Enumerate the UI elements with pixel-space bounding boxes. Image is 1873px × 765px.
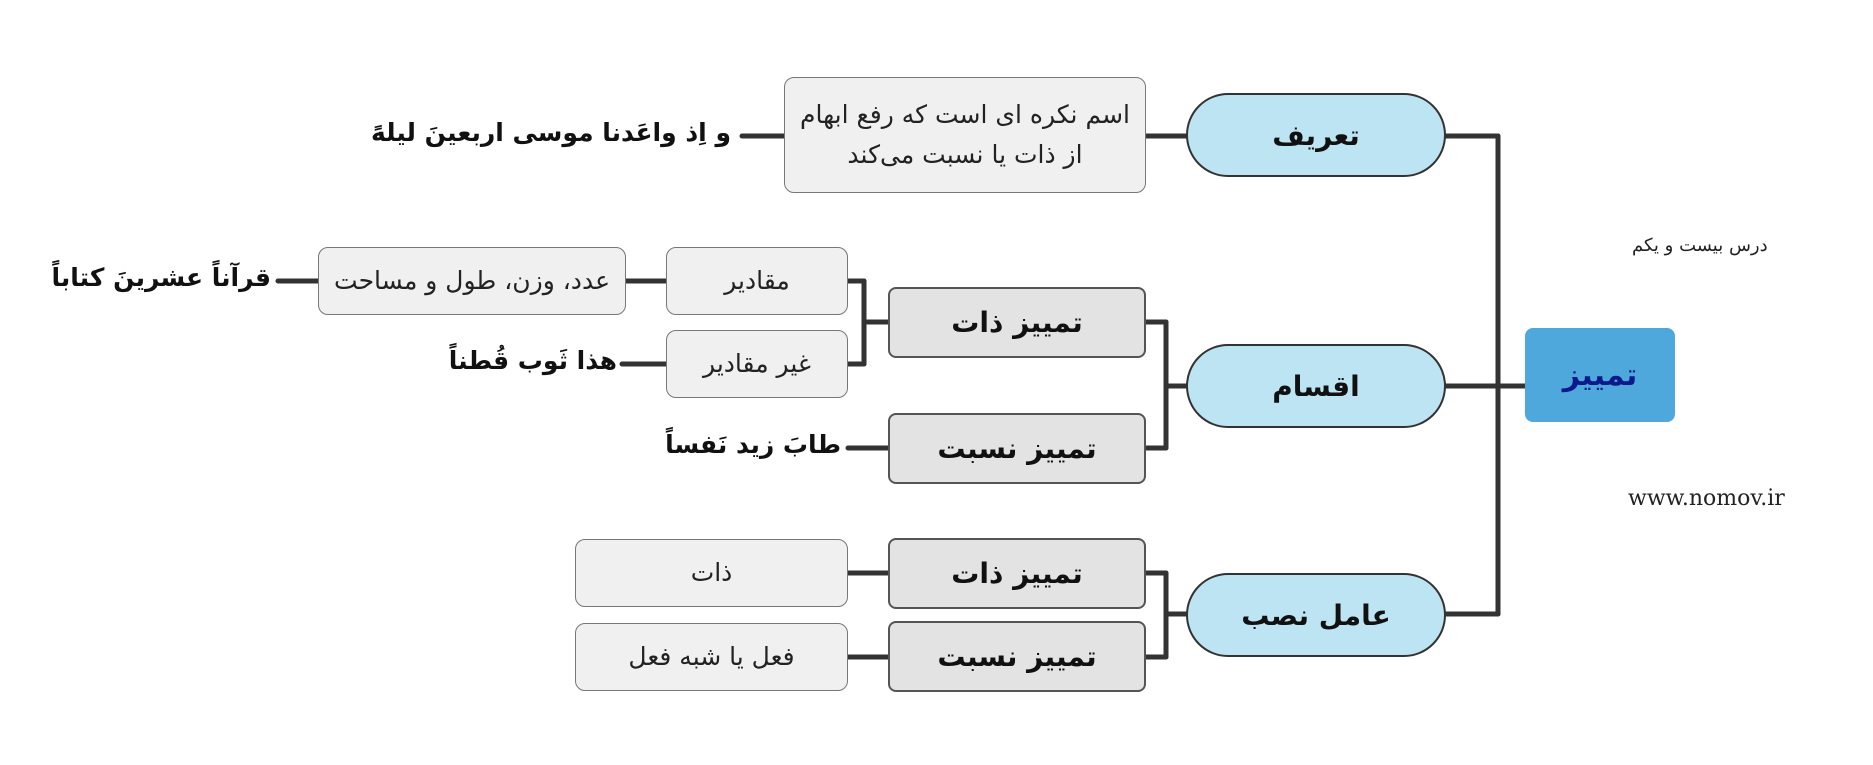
types-dhat-label: تمییز ذات — [951, 306, 1083, 339]
definition-text-line2: از ذات یا نسبت می‌کند — [847, 140, 1083, 169]
measures-detail-text: عدد، وزن، طول و مساحت — [334, 266, 610, 295]
governor-dhat-value-box: ذات — [575, 539, 848, 607]
governor-nisba-label: تمییز نسبت — [937, 640, 1097, 673]
types-dhat-node: تمییز ذات — [888, 287, 1146, 358]
governor-label: عامل نصب — [1241, 598, 1391, 632]
governor-nisba-value: فعل یا شبه فعل — [628, 642, 795, 671]
non-measures-label: غیر مقادیر — [703, 349, 811, 378]
root-node: تمییز — [1525, 328, 1675, 422]
types-nisba-node: تمییز نسبت — [888, 413, 1146, 484]
measures-node: مقادیر — [666, 247, 848, 315]
governor-dhat-node: تمییز ذات — [888, 538, 1146, 609]
types-label: اقسام — [1272, 369, 1360, 403]
governor-nisba-value-box: فعل یا شبه فعل — [575, 623, 848, 691]
definition-text-box: اسم نکره ای است که رفع ابهام از ذات یا ن… — [784, 77, 1146, 193]
non-measures-node: غیر مقادیر — [666, 330, 848, 398]
governor-nisba-node: تمییز نسبت — [888, 621, 1146, 692]
website-label: www.nomov.ir — [1628, 486, 1785, 511]
types-node: اقسام — [1186, 344, 1446, 428]
measures-label: مقادیر — [724, 266, 790, 295]
governor-node: عامل نصب — [1186, 573, 1446, 657]
non-measures-example: هذا ثَوب قُطناً — [448, 346, 617, 375]
measures-example: قرآناً عشرینَ کتاباً — [51, 263, 271, 292]
nisba-example: طابَ زید نَفساً — [665, 430, 841, 459]
measures-detail-box: عدد، وزن، طول و مساحت — [318, 247, 626, 315]
definition-example: و اِذ واعَدنا موسی اربعینَ لیلهً — [370, 118, 731, 147]
governor-dhat-label: تمییز ذات — [951, 557, 1083, 590]
types-nisba-label: تمییز نسبت — [937, 432, 1097, 465]
root-label: تمییز — [1562, 357, 1638, 393]
definition-label: تعریف — [1272, 118, 1360, 152]
definition-text-line1: اسم نکره ای است که رفع ابهام — [800, 100, 1130, 129]
lesson-label: درس بیست و یکم — [1632, 235, 1768, 256]
definition-node: تعریف — [1186, 93, 1446, 177]
governor-dhat-value: ذات — [690, 558, 733, 587]
